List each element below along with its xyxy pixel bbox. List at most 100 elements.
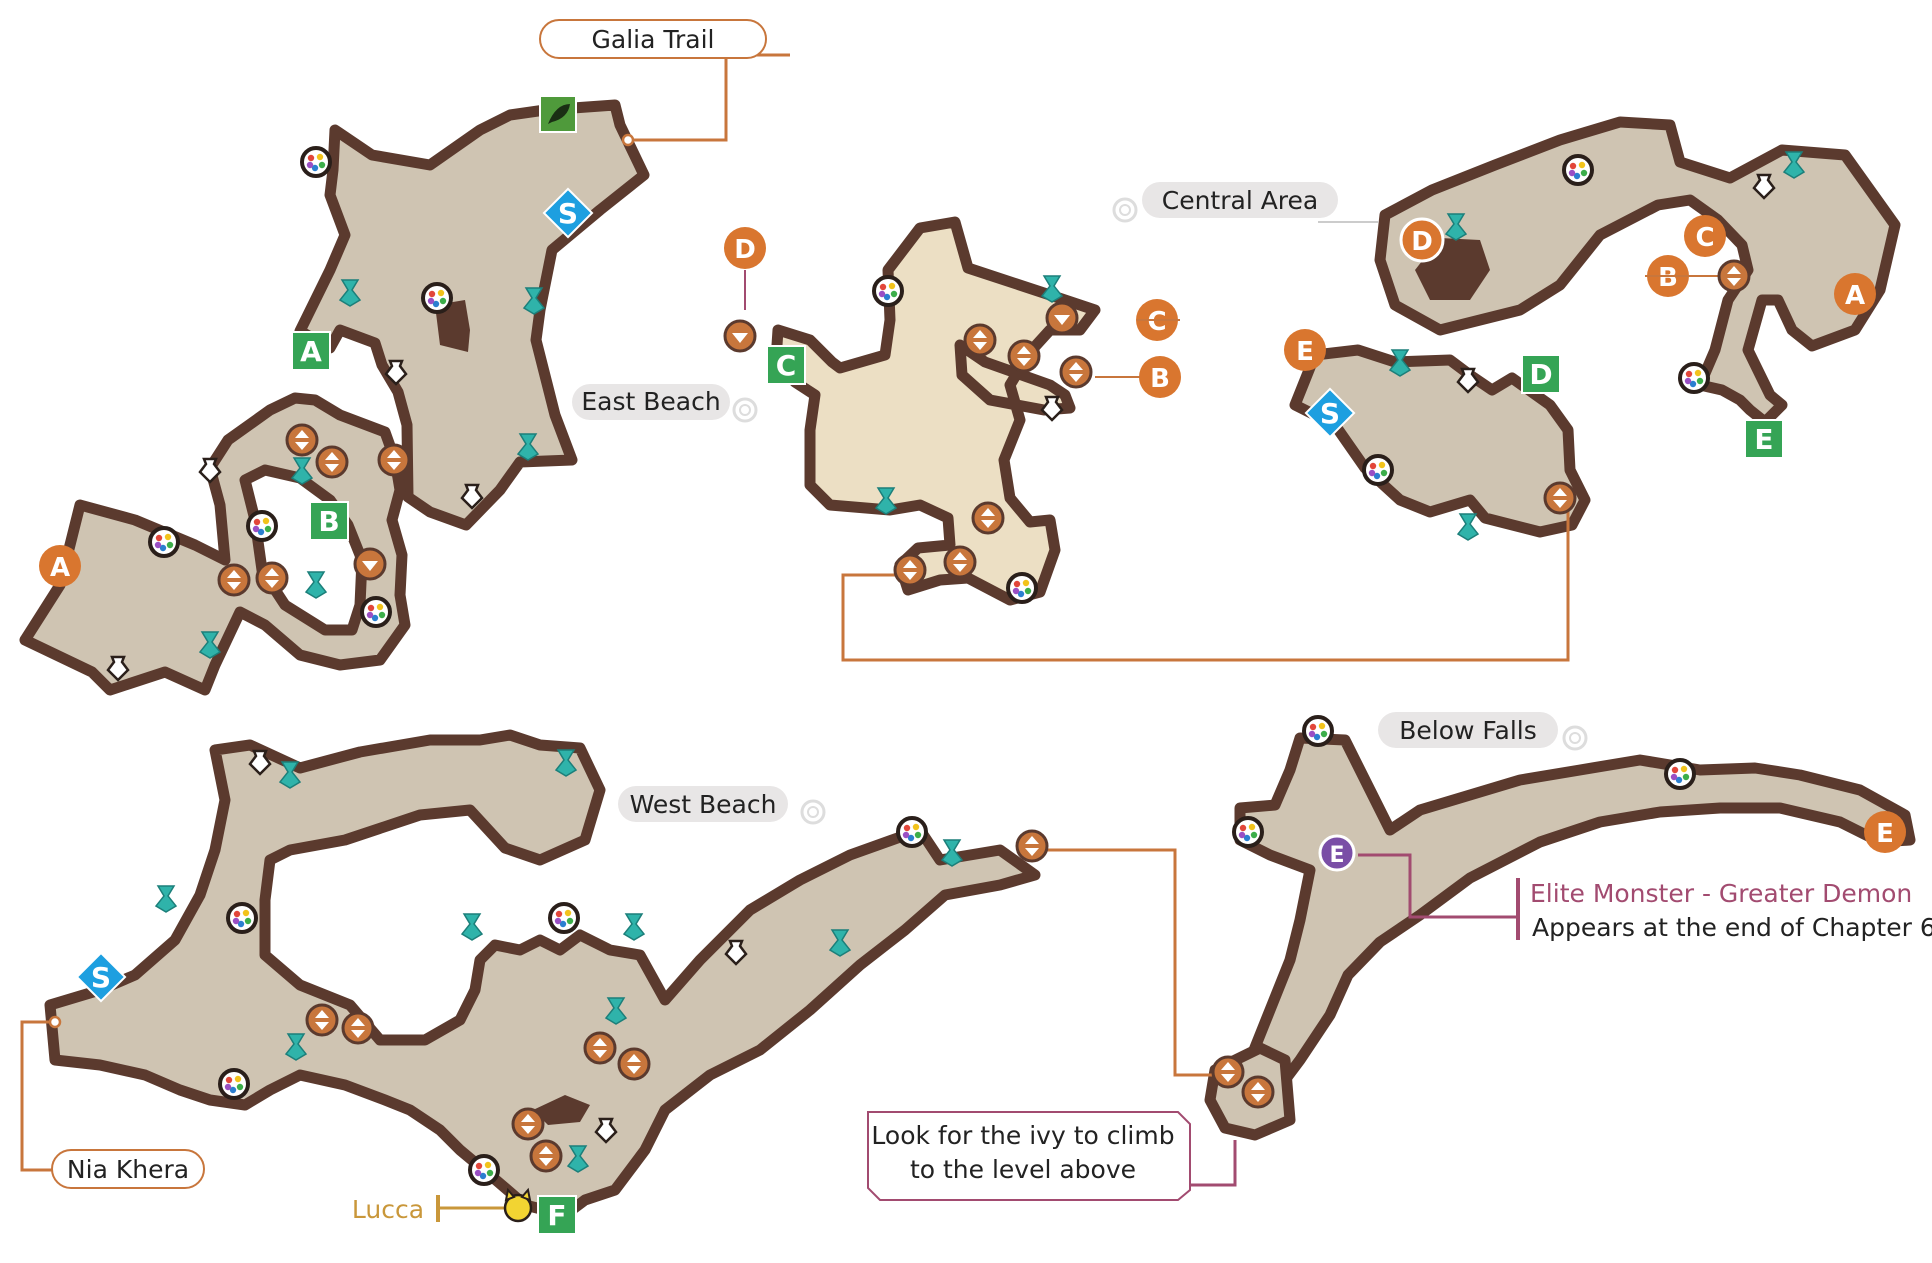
orb-icon[interactable] [148,526,180,558]
stairs-icon[interactable] [305,1003,339,1037]
drop-icon[interactable] [353,547,387,581]
marker-f-green[interactable]: F [537,1195,577,1235]
svg-text:S: S [558,197,578,230]
marker-a-east[interactable]: A [39,545,81,587]
label-below-falls[interactable]: Below Falls [1378,712,1588,751]
elite-demon-icon[interactable]: E [1318,834,1356,872]
label-west-beach[interactable]: West Beach [618,786,826,825]
central-area-south-region [1289,344,1591,538]
elite-title: Elite Monster - Greater Demon [1530,879,1912,908]
label-east-beach[interactable]: East Beach [572,384,758,423]
marker-a-green[interactable]: A [291,331,331,371]
marker-c-east[interactable]: C [1684,215,1726,257]
flag-icon[interactable] [1457,513,1479,541]
svg-text:to the level above: to the level above [910,1155,1136,1184]
marker-s-west[interactable]: S [75,951,127,1003]
marker-b-central[interactable]: B [1139,356,1181,398]
orb-icon[interactable] [872,275,904,307]
stairs-icon[interactable] [377,443,411,477]
drop-icon[interactable] [723,319,757,353]
stairs-icon[interactable] [943,545,977,579]
svg-text:C: C [1147,307,1166,337]
connector-central-south [841,505,1570,662]
gear-icon [732,397,758,423]
orb-icon[interactable] [1678,362,1710,394]
label-galia-trail[interactable]: Galia Trail [539,19,767,59]
svg-text:E: E [1876,819,1894,849]
stairs-icon[interactable] [255,561,289,595]
orb-icon[interactable] [421,282,453,314]
stairs-icon[interactable] [971,501,1005,535]
marker-s-central[interactable]: S [1304,387,1356,439]
stairs-icon[interactable] [1211,1055,1245,1089]
orb-icon[interactable] [1302,715,1334,747]
lucca-cat-icon[interactable] [503,1187,533,1223]
pit [435,300,470,352]
orb-icon[interactable] [548,902,580,934]
marker-d-central[interactable]: D [724,227,766,269]
stairs-icon[interactable] [285,423,319,457]
below-falls-region [1222,732,1916,1136]
label-nia-khera[interactable]: Nia Khera [51,1149,205,1189]
flag-icon[interactable] [155,885,177,913]
svg-text:Central Area: Central Area [1162,186,1319,215]
orb-icon[interactable] [360,596,392,628]
svg-text:D: D [1411,227,1433,257]
orb-icon[interactable] [1664,758,1696,790]
orb-icon[interactable] [1006,572,1038,604]
marker-b-green[interactable]: B [309,501,349,541]
stairs-icon[interactable] [217,563,251,597]
stairs-icon[interactable] [893,553,927,587]
svg-text:B: B [1150,364,1170,394]
connector-ivy [1190,1140,1237,1187]
svg-text:D: D [734,235,756,265]
stairs-icon[interactable] [1059,355,1093,389]
svg-text:Below Falls: Below Falls [1399,716,1537,745]
stairs-icon[interactable] [511,1107,545,1141]
stairs-icon[interactable] [1241,1075,1275,1109]
drop-icon[interactable] [1045,301,1079,335]
orb-icon[interactable] [1232,816,1264,848]
stairs-icon[interactable] [341,1011,375,1045]
marker-e-falls[interactable]: E [1864,811,1906,853]
marker-d-green[interactable]: D [1521,354,1561,394]
ivy-leaf-icon[interactable] [539,95,577,133]
flag-icon[interactable] [461,913,483,941]
orb-icon[interactable] [896,816,928,848]
stairs-icon[interactable] [529,1139,563,1173]
elite-desc: Appears at the end of Chapter 6 [1532,913,1932,942]
stairs-icon[interactable] [583,1031,617,1065]
stairs-icon[interactable] [617,1047,651,1081]
marker-d-east[interactable]: D [1399,217,1445,263]
svg-text:E: E [1329,843,1344,868]
svg-text:East Beach: East Beach [581,387,720,416]
flag-icon[interactable] [305,571,327,599]
svg-text:Nia Khera: Nia Khera [67,1155,189,1184]
marker-c-green[interactable]: C [766,345,806,385]
marker-e-green[interactable]: E [1744,419,1784,459]
orb-icon[interactable] [218,1068,250,1100]
stairs-icon[interactable] [1717,259,1751,293]
marker-s-galia[interactable]: S [542,187,594,239]
central-area-west-region [770,216,1101,606]
stairs-icon[interactable] [1007,339,1041,373]
orb-icon[interactable] [300,146,332,178]
stairs-icon[interactable] [1015,829,1049,863]
svg-text:B: B [1658,263,1678,293]
gear-icon [1112,197,1138,223]
stairs-icon[interactable] [315,445,349,479]
orb-icon[interactable] [468,1154,500,1186]
orb-icon[interactable] [246,510,278,542]
svg-text:S: S [1320,397,1340,430]
pit-3 [533,1095,590,1125]
flag-icon[interactable] [623,913,645,941]
orb-icon[interactable] [226,902,258,934]
label-central-area[interactable]: Central Area [1112,182,1338,223]
orb-icon[interactable] [1362,454,1394,486]
marker-e-central[interactable]: E [1284,329,1326,371]
marker-a-east-area[interactable]: A [1834,273,1876,315]
stairs-icon[interactable] [1543,481,1577,515]
stairs-icon[interactable] [963,323,997,357]
orb-icon[interactable] [1562,154,1594,186]
